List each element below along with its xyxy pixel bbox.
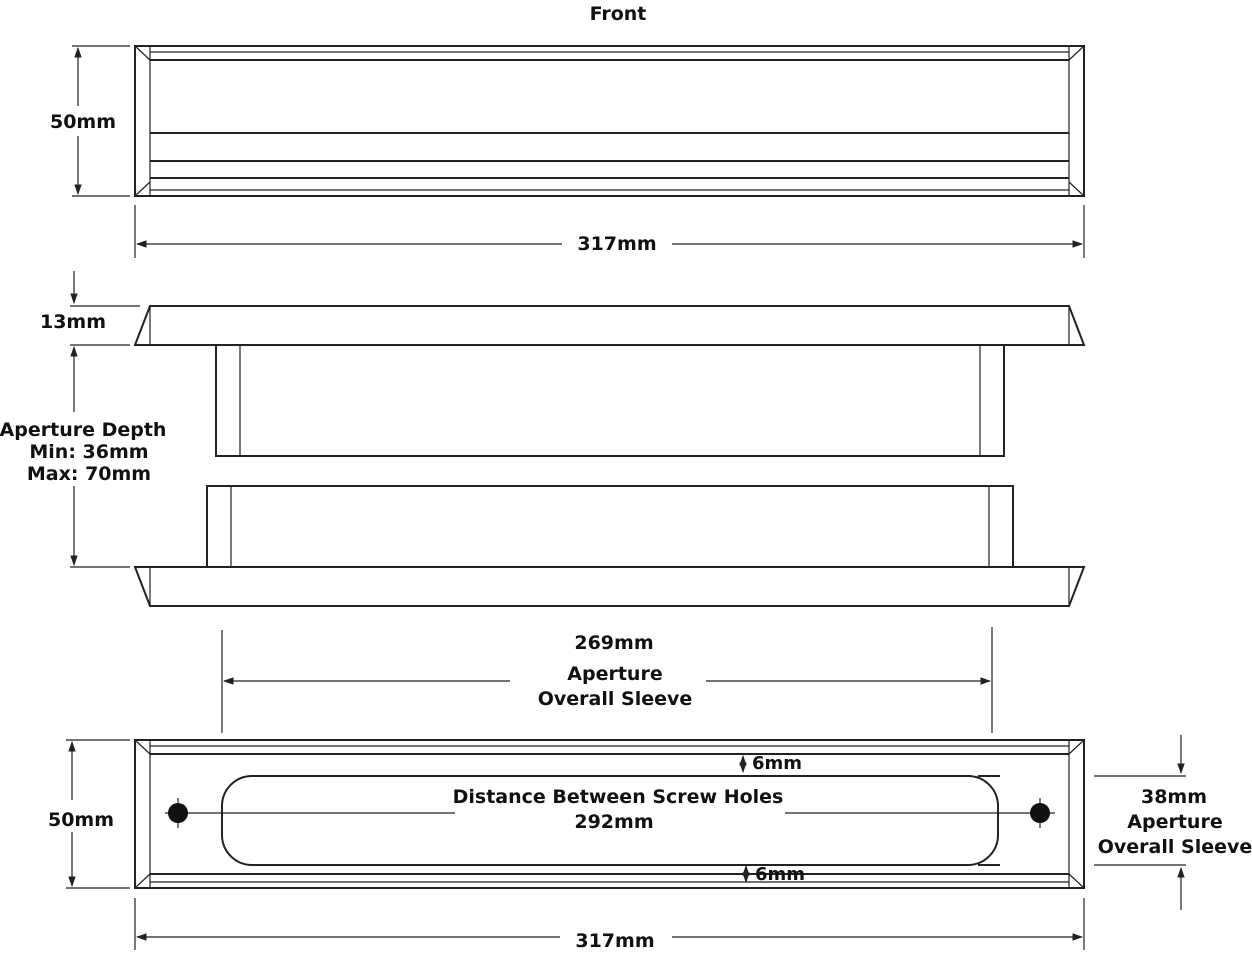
front-plate xyxy=(134,45,1085,197)
gap-top-label: 6mm xyxy=(752,753,802,774)
front-width-label: 317mm xyxy=(577,233,656,255)
front-width-dimension: 317mm xyxy=(134,205,1085,258)
outer-sleeve-profile xyxy=(215,344,1005,457)
sleeve-width-line1: Aperture xyxy=(567,663,662,685)
aperture-height-line2: Overall Sleeve xyxy=(1098,836,1252,858)
front-view-title: Front xyxy=(590,3,647,25)
aperture-depth-title: Aperture Depth xyxy=(0,419,166,441)
front-height-dimension: 50mm xyxy=(50,45,130,197)
gap-bottom-label: 6mm xyxy=(755,864,805,885)
flange-thickness-dimension: 13mm xyxy=(40,271,140,346)
back-width-label: 317mm xyxy=(575,930,654,952)
front-height-label: 50mm xyxy=(50,111,116,133)
sleeve-width-line2: Overall Sleeve xyxy=(538,688,693,710)
inner-sleeve-profile xyxy=(206,485,1014,568)
back-width-dimension: 317mm xyxy=(134,898,1085,952)
screw-hole-right xyxy=(1030,803,1050,823)
aperture-depth-max: Max: 70mm xyxy=(27,463,151,485)
sleeve-width-label: 269mm xyxy=(574,632,653,654)
screw-distance-value: 292mm xyxy=(574,811,653,833)
gap-bottom-dimension: 6mm xyxy=(742,864,805,885)
sleeve-width-dimension: 269mm Aperture Overall Sleeve xyxy=(221,627,993,733)
back-height-dimension: 50mm xyxy=(48,739,130,889)
back-height-label: 50mm xyxy=(48,809,114,831)
aperture-depth-min: Min: 36mm xyxy=(29,441,148,463)
flange-thickness-label: 13mm xyxy=(40,311,106,333)
gap-top-dimension: 6mm xyxy=(739,753,802,774)
outer-flange-profile xyxy=(133,305,1086,346)
back-plate xyxy=(134,739,1085,889)
aperture-depth-dimension: Aperture Depth Min: 36mm Max: 70mm xyxy=(0,345,166,568)
screw-distance-title: Distance Between Screw Holes xyxy=(453,786,784,808)
inner-flange-profile xyxy=(133,566,1086,607)
aperture-height-dimension: 38mm Aperture Overall Sleeve xyxy=(1094,735,1252,910)
screw-hole-left xyxy=(168,803,188,823)
aperture-height-line1: Aperture xyxy=(1127,811,1222,833)
aperture-height-label: 38mm xyxy=(1141,786,1207,808)
